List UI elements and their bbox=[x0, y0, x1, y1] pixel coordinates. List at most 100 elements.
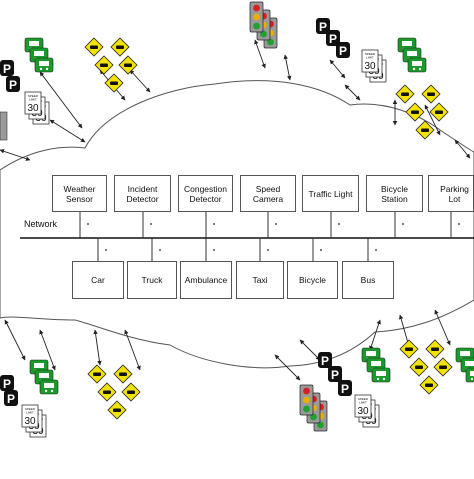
warning-sign-icon bbox=[110, 37, 130, 57]
box-bicycle-station: Bicycle Station bbox=[366, 175, 423, 212]
warning-sign-icon bbox=[118, 55, 138, 75]
partial-traffic-light-icon bbox=[0, 111, 8, 141]
bus-wheel bbox=[44, 389, 48, 393]
bus-wheel bbox=[418, 67, 422, 71]
bus-window bbox=[407, 51, 417, 56]
box-truck: Truck bbox=[127, 261, 177, 299]
box-taxi: Taxi bbox=[236, 261, 284, 299]
parking-letter: P bbox=[331, 368, 339, 382]
vehicle-silhouette bbox=[421, 128, 429, 132]
vehicle-silhouette bbox=[411, 110, 419, 114]
warning-sign-icon bbox=[395, 84, 415, 104]
speed-limit-value-text: 30 bbox=[24, 416, 36, 427]
bus-window bbox=[465, 361, 474, 366]
arrow bbox=[39, 71, 83, 129]
parking-sign-body bbox=[0, 375, 14, 391]
parking-sign-body bbox=[4, 390, 18, 406]
box-congestion-detector: Congestion Detector bbox=[178, 175, 233, 212]
speed-limit-sign-body bbox=[21, 404, 39, 428]
arrow bbox=[369, 319, 381, 351]
warning-sign-icon bbox=[405, 102, 425, 122]
vehicle-silhouette bbox=[435, 110, 443, 114]
warning-sign-icon bbox=[107, 400, 127, 420]
warning-sign-icon bbox=[429, 102, 449, 122]
arrow bbox=[344, 84, 361, 101]
parking-letter: P bbox=[339, 44, 347, 58]
warning-sign-icon bbox=[419, 375, 439, 395]
bus-window bbox=[39, 61, 49, 66]
arrow bbox=[274, 354, 301, 381]
connector-dot bbox=[275, 223, 277, 225]
bus-wheel bbox=[470, 377, 474, 381]
parking-letter: P bbox=[319, 20, 327, 34]
traffic-light-red bbox=[253, 4, 260, 12]
bus-wheel bbox=[376, 377, 380, 381]
arrow bbox=[254, 39, 266, 69]
vehicle-silhouette bbox=[431, 347, 439, 351]
connector-dot bbox=[375, 249, 377, 251]
bus-window bbox=[39, 373, 49, 378]
bus-window bbox=[376, 371, 386, 376]
warning-sign-icon bbox=[415, 120, 435, 140]
parking-sign-icon: P bbox=[318, 352, 332, 368]
arrow bbox=[424, 104, 441, 136]
parking-sign-icon: P bbox=[328, 366, 342, 382]
warning-sign-icon bbox=[399, 339, 419, 359]
vehicle-silhouette bbox=[103, 390, 111, 394]
vehicle-silhouette bbox=[93, 372, 101, 376]
arrow bbox=[93, 329, 102, 366]
speed-limit-top-text: SPEED bbox=[25, 407, 36, 411]
parking-sign-icon: P bbox=[326, 30, 340, 46]
vehicle-silhouette bbox=[439, 365, 447, 369]
bus-window bbox=[402, 41, 412, 46]
speed-limit-top-text: SPEED bbox=[28, 94, 39, 98]
parking-letter: P bbox=[321, 354, 329, 368]
bus-wheel bbox=[412, 67, 416, 71]
warning-sign-icon bbox=[421, 84, 441, 104]
vehicle-silhouette bbox=[119, 372, 127, 376]
speed-limit-bottom-text: LIMIT bbox=[26, 411, 34, 415]
parking-sign-body bbox=[316, 18, 330, 34]
vehicle-silhouette bbox=[127, 390, 135, 394]
parking-sign-icon: P bbox=[0, 60, 14, 76]
speed-limit-value-text: 30 bbox=[364, 61, 376, 72]
bus-window bbox=[371, 361, 381, 366]
parking-letter: P bbox=[7, 392, 15, 406]
traffic-light-green bbox=[303, 405, 310, 413]
parking-letter: P bbox=[329, 32, 337, 46]
bus-sign-icon bbox=[371, 367, 391, 383]
vehicle-silhouette bbox=[116, 45, 124, 49]
box-parking-lot: Parking Lot bbox=[428, 175, 474, 212]
box-incident-detector: Incident Detector bbox=[114, 175, 171, 212]
parking-sign-body bbox=[336, 42, 350, 58]
speed-limit-sign-body bbox=[361, 49, 379, 73]
connector-dot bbox=[150, 223, 152, 225]
bus-sign-icon bbox=[39, 379, 59, 395]
speed-limit-bottom-text: LIMIT bbox=[366, 56, 374, 60]
parking-letter: P bbox=[3, 377, 11, 391]
speed-limit-top-text: SPEED bbox=[358, 397, 369, 401]
bus-window bbox=[460, 351, 470, 356]
vehicle-silhouette bbox=[90, 45, 98, 49]
warning-sign-icon bbox=[104, 73, 124, 93]
bus-wheel bbox=[45, 67, 49, 71]
warning-sign-icon bbox=[97, 382, 117, 402]
warning-sign-icon bbox=[121, 382, 141, 402]
speed-limit-value-text: 30 bbox=[27, 103, 39, 114]
warning-sign-icon bbox=[425, 339, 445, 359]
parking-sign-body bbox=[338, 380, 352, 396]
device-icons: PPSPEEDLIMIT30SPEEDLIMIT30SPEEDLIMIT30PP… bbox=[0, 1, 474, 438]
arrow bbox=[129, 69, 151, 93]
communication-arrows bbox=[0, 39, 471, 381]
arrow bbox=[124, 329, 141, 371]
bus-window bbox=[412, 61, 422, 66]
traffic-light-amber bbox=[253, 13, 260, 21]
speed-limit-top-text: SPEED bbox=[365, 52, 376, 56]
speed-limit-sign-body bbox=[354, 394, 372, 418]
arrow bbox=[283, 54, 292, 81]
vehicle-silhouette bbox=[113, 408, 121, 412]
arrow bbox=[454, 139, 471, 159]
speed-limit-bottom-text: LIMIT bbox=[359, 401, 367, 405]
